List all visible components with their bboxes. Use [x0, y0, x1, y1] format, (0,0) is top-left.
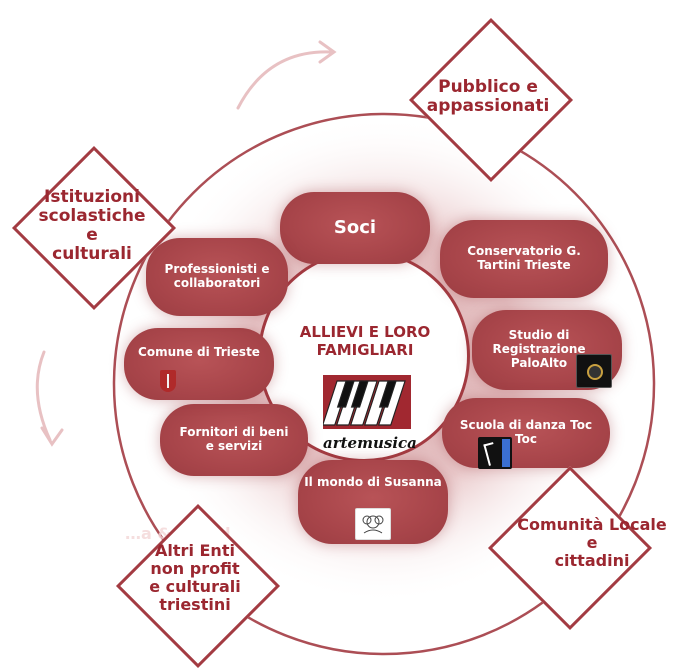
susanna-logo	[355, 508, 391, 540]
node-conservatorio: Conservatorio G. Tartini Trieste	[440, 220, 608, 298]
node-scuola-danza: Scuola di danza Toc Toc	[442, 398, 610, 468]
node-studio-label: Studio di Registrazione PaloAlto	[492, 328, 586, 370]
node-mondo-susanna-label: Il mondo di Susanna	[304, 475, 442, 489]
label-pubblico: Pubblico e appassionati	[426, 77, 550, 117]
logo-stripe	[502, 439, 510, 467]
label-comunita: Comunità Locale e cittadini	[517, 515, 667, 570]
piano-keys-icon	[321, 375, 411, 429]
node-fornitori: Fornitori di beni e servizi	[160, 404, 308, 476]
artemusica-logo: artemusica	[321, 375, 417, 453]
node-soci: Soci	[280, 192, 430, 264]
node-comune: Comune di Trieste	[124, 328, 274, 400]
outer-ring	[112, 112, 656, 656]
node-fornitori-label: Fornitori di beni e servizi	[179, 425, 289, 453]
toctoc-logo	[478, 437, 512, 469]
flower-icon	[362, 515, 384, 534]
logo-text: artemusica	[323, 434, 417, 452]
label-altri-enti: Altri Enti non profit e culturali triest…	[149, 541, 241, 614]
node-conservatorio-label: Conservatorio G. Tartini Trieste	[467, 244, 581, 272]
node-scuola-danza-label: Scuola di danza Toc Toc	[459, 418, 593, 446]
label-istituzioni: Istituzioni scolastiche e culturali	[38, 187, 146, 265]
curved-arrow-top-head	[318, 40, 337, 64]
node-professionisti-label: Professionisti e collaboratori	[164, 262, 270, 290]
halberd-icon	[167, 374, 169, 388]
node-soci-label: Soci	[333, 216, 377, 238]
curved-arrow-left-head	[40, 426, 64, 447]
curved-arrow-left	[35, 350, 52, 442]
paloalto-logo	[576, 354, 612, 388]
node-professionisti: Professionisti e collaboratori	[146, 238, 288, 316]
node-comune-label: Comune di Trieste	[138, 345, 260, 359]
curved-arrow-top	[236, 50, 332, 110]
dancer-icon	[483, 442, 499, 466]
trieste-crest-icon	[160, 370, 176, 392]
center-title: ALLIEVI E LORO FAMIGLIARI	[299, 323, 431, 359]
record-icon	[587, 364, 603, 380]
